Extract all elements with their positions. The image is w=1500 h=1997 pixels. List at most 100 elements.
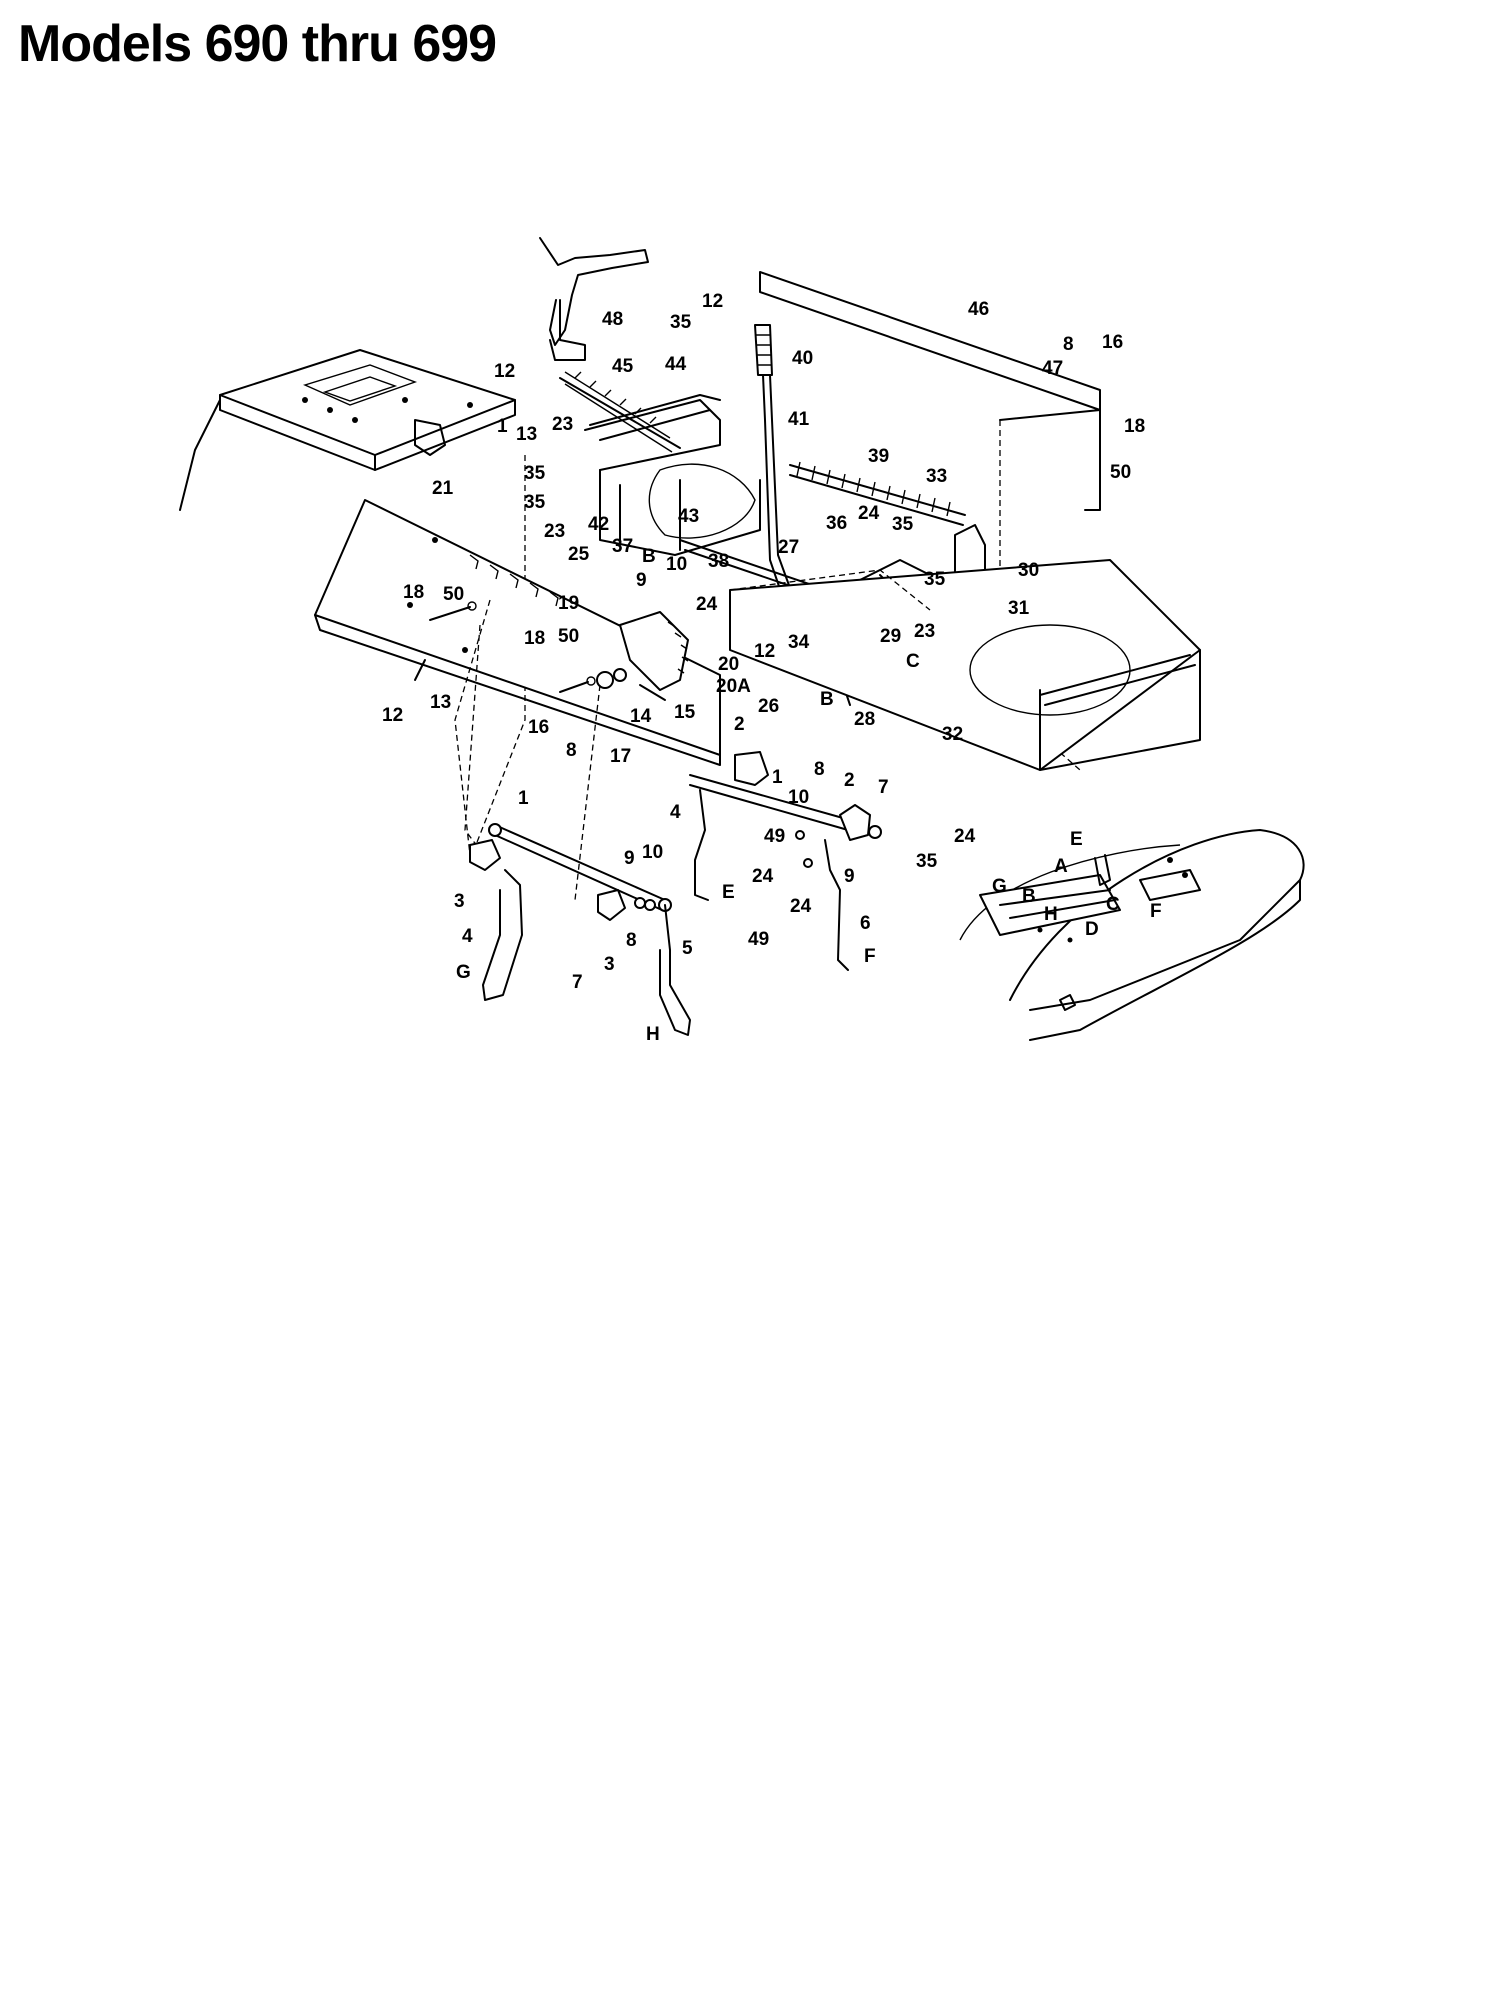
callout-38: 38 [708,551,729,572]
callout-25: 25 [568,544,590,565]
callout-30: 30 [1018,560,1039,581]
callout-7: 7 [878,777,889,798]
callout-24: 24 [696,594,718,615]
callout-D: D [1085,919,1099,940]
callout-6: 6 [860,913,871,934]
callout-49: 49 [764,826,785,847]
callout-36: 36 [826,513,847,534]
callout-5: 5 [682,938,693,959]
callout-44: 44 [665,354,687,375]
callout-18: 18 [403,582,424,603]
callout-37: 37 [612,536,633,557]
callout-A: A [1054,856,1068,877]
callout-E: E [722,882,735,903]
callout-13: 13 [430,692,451,713]
callout-35: 35 [892,514,914,535]
callout-12: 12 [494,361,515,382]
callout-F: F [864,946,876,967]
callout-49: 49 [748,929,769,950]
callout-23: 23 [914,621,935,642]
callout-35: 35 [916,851,938,872]
callout-27: 27 [778,537,799,558]
callout-F: F [1150,901,1162,922]
callout-14: 14 [630,706,652,727]
callout-G: G [456,962,471,983]
callout-G: G [992,876,1007,897]
callout-H: H [646,1024,660,1045]
callout-8: 8 [1063,334,1074,355]
callout-40: 40 [792,348,813,369]
callout-28: 28 [854,709,875,730]
callout-43: 43 [678,506,699,527]
callout-B: B [642,546,656,567]
callout-23: 23 [552,414,573,435]
callout-26: 26 [758,696,779,717]
callout-50: 50 [558,626,579,647]
diagram-line-art [179,237,1305,1041]
callout-24: 24 [954,826,976,847]
callout-13: 13 [516,424,537,445]
callout-12: 12 [382,705,403,726]
callout-50: 50 [443,584,464,605]
callout-8: 8 [566,740,577,761]
callout-24: 24 [752,866,774,887]
callout-3: 3 [454,891,465,912]
callout-41: 41 [788,409,810,430]
callout-35: 35 [524,463,546,484]
callout-18: 18 [524,628,545,649]
callout-10: 10 [788,787,809,808]
callout-29: 29 [880,626,901,647]
callout-2: 2 [734,714,745,735]
callout-2: 2 [844,770,855,791]
callout-1: 1 [772,767,783,788]
callout-10: 10 [642,842,663,863]
callout-3: 3 [604,954,615,975]
callout-17: 17 [610,746,631,767]
callout-4: 4 [670,802,681,823]
callout-C: C [1106,894,1120,915]
callout-4: 4 [462,926,473,947]
callout-12: 12 [754,641,775,662]
callout-46: 46 [968,299,989,320]
callout-9: 9 [624,848,635,869]
callout-9: 9 [636,570,647,591]
callout-16: 16 [528,717,549,738]
callout-C: C [906,651,920,672]
callout-16: 16 [1102,332,1123,353]
callout-24: 24 [790,896,812,917]
callout-31: 31 [1008,598,1030,619]
callout-8: 8 [626,930,637,951]
callout-35: 35 [924,569,946,590]
callout-7: 7 [572,972,583,993]
page-title: Models 690 thru 699 [18,15,497,73]
callout-20A: 20A [716,676,751,697]
callout-50: 50 [1110,462,1131,483]
callout-B: B [820,689,834,710]
callout-21: 21 [432,478,454,499]
callout-12: 12 [702,291,723,312]
callout-1: 1 [518,788,529,809]
callout-E: E [1070,829,1083,850]
callout-42: 42 [588,514,609,535]
callout-45: 45 [612,356,634,377]
callout-9: 9 [844,866,855,887]
callout-47: 47 [1042,358,1063,379]
callout-33: 33 [926,466,947,487]
callout-35: 35 [670,312,692,333]
callout-23: 23 [544,521,565,542]
callout-labels: 48 12 35 46 8 16 47 18 50 45 44 40 41 12… [382,291,1162,1045]
callout-1: 1 [497,416,508,437]
callout-B: B [1022,886,1036,907]
callout-10: 10 [666,554,687,575]
callout-48: 48 [602,309,623,330]
callout-H: H [1044,904,1058,925]
callout-15: 15 [674,702,696,723]
callout-19: 19 [558,593,579,614]
callout-24: 24 [858,503,880,524]
callout-20: 20 [718,654,739,675]
callout-18: 18 [1124,416,1145,437]
callout-32: 32 [942,724,963,745]
callout-35: 35 [524,492,546,513]
callout-34: 34 [788,632,810,653]
